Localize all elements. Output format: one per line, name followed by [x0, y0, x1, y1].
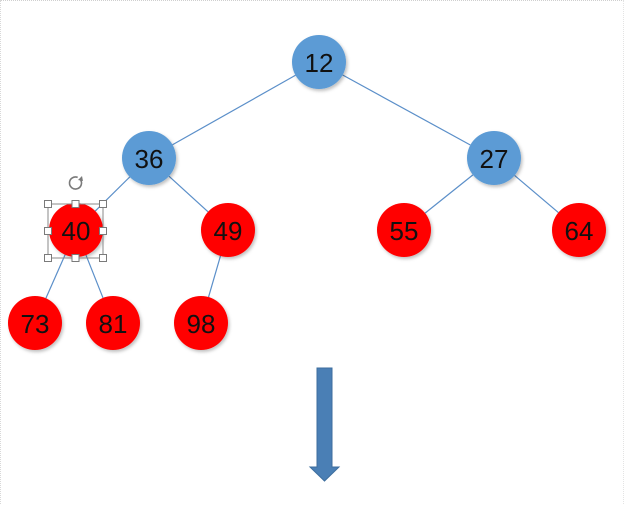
- node-circle: [377, 203, 431, 257]
- node-64[interactable]: 64: [552, 203, 606, 257]
- node-label: 64: [565, 216, 594, 246]
- selection-frame[interactable]: [44, 176, 107, 262]
- resize-handle[interactable]: [99, 200, 107, 208]
- node-circle: [467, 131, 521, 185]
- node-55[interactable]: 55: [377, 203, 431, 257]
- node-label: 36: [135, 144, 164, 174]
- node-27[interactable]: 27: [467, 131, 521, 185]
- node-label: 49: [214, 216, 243, 246]
- node-label: 81: [99, 309, 128, 339]
- down-arrow-icon: [308, 367, 341, 482]
- edge-n12-n27: [342, 74, 471, 146]
- edge-n27-n64: [514, 174, 559, 214]
- node-label: 73: [21, 309, 50, 339]
- node-49[interactable]: 49: [201, 203, 255, 257]
- edge-n40-n81: [85, 254, 104, 299]
- node-circle: [122, 131, 176, 185]
- resize-handle[interactable]: [44, 227, 52, 235]
- node-circle: [49, 203, 103, 257]
- node-circle: [174, 296, 228, 350]
- edge-n36-n49: [168, 175, 209, 213]
- tree-nodes: 12 36 27 40 49 55 64 73 81 98: [8, 35, 606, 350]
- node-98[interactable]: 98: [174, 296, 228, 350]
- resize-handle[interactable]: [99, 254, 107, 262]
- node-circle: [8, 296, 62, 350]
- node-label: 40: [62, 216, 91, 246]
- resize-handle[interactable]: [44, 200, 52, 208]
- resize-handle[interactable]: [71, 200, 80, 208]
- node-label: 12: [305, 48, 334, 78]
- node-circle: [552, 203, 606, 257]
- node-73[interactable]: 73: [8, 296, 62, 350]
- node-label: 98: [187, 309, 216, 339]
- node-circle: [86, 296, 140, 350]
- resize-handle[interactable]: [44, 254, 52, 262]
- node-12[interactable]: 12: [292, 35, 346, 89]
- resize-handle[interactable]: [99, 227, 107, 235]
- edge-n49-n98: [207, 255, 222, 298]
- node-circle: [292, 35, 346, 89]
- edge-n12-n36: [172, 74, 296, 146]
- node-label: 27: [480, 144, 509, 174]
- tree-edges: [45, 74, 559, 299]
- node-label: 55: [390, 216, 419, 246]
- node-81[interactable]: 81: [86, 296, 140, 350]
- edge-n40-n73: [45, 254, 66, 299]
- node-36[interactable]: 36: [122, 131, 176, 185]
- node-circle: [201, 203, 255, 257]
- resize-handle[interactable]: [71, 254, 80, 262]
- rotate-handle-icon[interactable]: [68, 176, 84, 190]
- edge-n27-n55: [424, 174, 474, 214]
- node-40[interactable]: 40: [49, 203, 103, 257]
